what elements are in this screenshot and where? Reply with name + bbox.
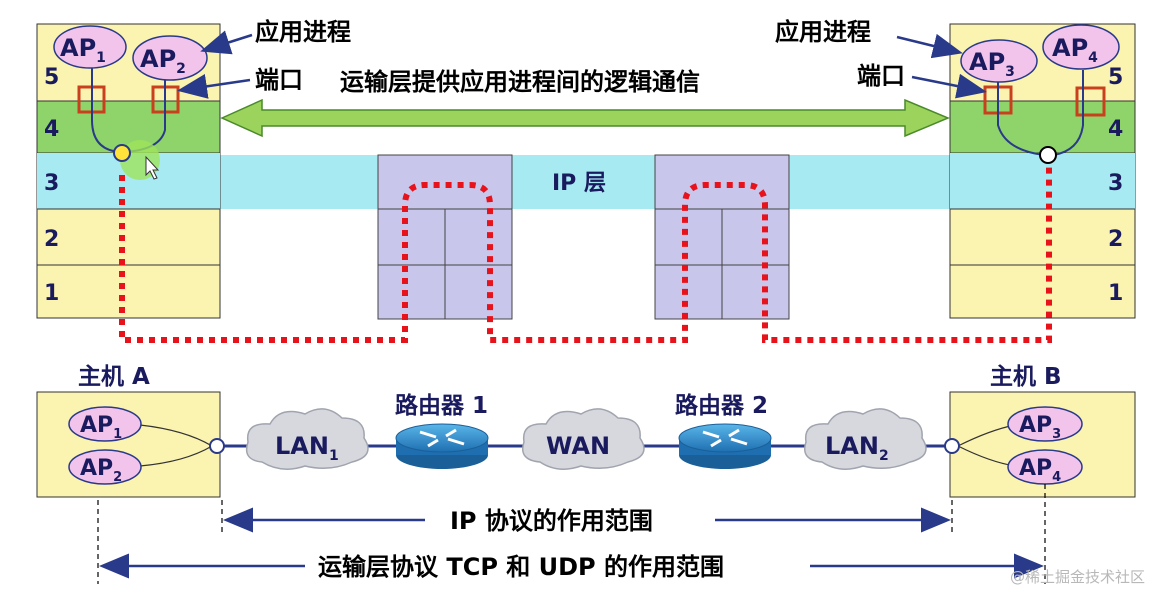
host-b-label: 主机 B: [990, 364, 1062, 390]
left-process-pointer: [200, 30, 253, 55]
right-layer-4: 4: [1108, 117, 1123, 142]
svg-text:AP1: AP1: [60, 34, 106, 66]
svg-text:LAN2: LAN2: [825, 432, 889, 464]
svg-text:AP3: AP3: [1019, 413, 1061, 442]
svg-text:AP3: AP3: [969, 48, 1015, 80]
right-ap3: AP3: [960, 39, 1038, 83]
left-port-pointer: [177, 73, 251, 99]
watermark: @稀土掘金技术社区: [1010, 568, 1145, 586]
svg-text:AP2: AP2: [80, 456, 122, 485]
host-b-ap4: AP4: [1007, 449, 1083, 485]
ip-layer-band: [220, 155, 950, 209]
right-port-2: [1075, 86, 1106, 117]
ip-layer-label: IP 层: [552, 171, 606, 196]
right-layer-2: 2: [1108, 227, 1123, 252]
left-layer-1: 1: [44, 281, 59, 306]
right-port-label: 端口: [857, 62, 905, 90]
left-ap2: AP2: [132, 35, 208, 81]
host-b-ap3: AP3: [1007, 406, 1083, 442]
left-process-label: 应用进程: [255, 18, 351, 46]
host-a-box: [36, 391, 225, 498]
right-process-label: 应用进程: [775, 18, 871, 46]
host-a-ap2: AP2: [68, 449, 142, 485]
logical-comm-label: 运输层提供应用进程间的逻辑通信: [340, 68, 700, 96]
mouse-cursor-icon: [145, 155, 160, 180]
left-layer-4: 4: [44, 117, 59, 142]
right-port-pointer: [911, 73, 987, 99]
svg-text:AP4: AP4: [1052, 34, 1098, 66]
router1-icon: [395, 423, 489, 469]
router1-label: 路由器 1: [395, 392, 488, 419]
cloud-lan2: LAN2: [804, 408, 927, 470]
right-process-line-1: [997, 82, 1045, 156]
router2-label: 路由器 2: [675, 392, 768, 419]
svg-text:AP2: AP2: [140, 45, 186, 77]
right-socket: [1039, 146, 1057, 164]
logical-comm-arrow: [220, 98, 950, 138]
svg-text:AP4: AP4: [1019, 456, 1061, 485]
right-process-line-2: [1053, 70, 1084, 156]
ip-scope-label: IP 协议的作用范围: [450, 507, 653, 535]
router2-stack: [654, 154, 790, 320]
cloud-wan: WAN: [522, 408, 645, 470]
left-ap1: AP1: [53, 25, 127, 69]
right-layer-5: 5: [1108, 65, 1123, 90]
left-socket: [113, 144, 131, 162]
left-layer-5: 5: [44, 65, 59, 90]
router2-icon: [678, 423, 772, 469]
tcp-scope-label: 运输层协议 TCP 和 UDP 的作用范围: [318, 553, 724, 581]
host-a-ap1: AP1: [68, 406, 142, 442]
right-ap4: AP4: [1042, 24, 1120, 70]
right-layer-3: 3: [1108, 171, 1123, 196]
cloud-lan1: LAN1: [245, 408, 369, 470]
svg-text:AP1: AP1: [80, 413, 122, 442]
right-layer-1: 1: [1108, 281, 1123, 306]
svg-text:LAN1: LAN1: [275, 432, 339, 464]
host-a-label: 主机 A: [78, 364, 150, 390]
svg-text:WAN: WAN: [546, 432, 610, 460]
left-layer-2: 2: [44, 227, 59, 252]
right-process-pointer: [896, 33, 963, 59]
data-path-dotted: [119, 160, 1052, 343]
left-port-label: 端口: [255, 66, 303, 94]
left-layer-3: 3: [44, 171, 59, 196]
